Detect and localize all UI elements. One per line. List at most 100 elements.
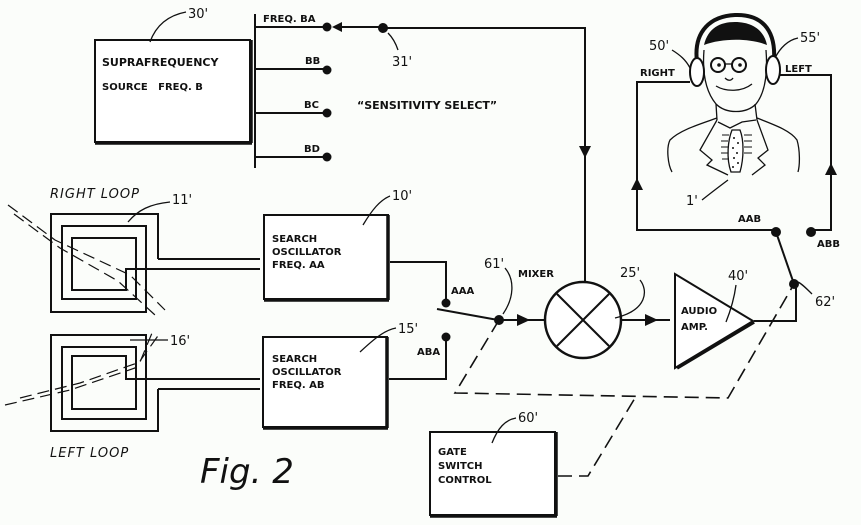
leader-50 (671, 49, 691, 69)
input-switch-61: AAA ABA 61' (389, 257, 545, 380)
leader-1 (701, 179, 729, 201)
contact-aaa-label: AAA (451, 286, 474, 297)
tap-bc-node[interactable] (322, 108, 332, 118)
amp-label-2: AMP. (681, 322, 708, 333)
osc-ab-label-2: OSCILLATOR (272, 367, 342, 378)
face (702, 49, 768, 113)
neck (715, 103, 758, 121)
shirt-stripes (721, 134, 752, 160)
audio-amplifier: AUDIO AMP. 40' (674, 269, 797, 370)
ref-61: 61' (484, 257, 504, 272)
sensitivity-selector: 31' “SENSITIVITY SELECT” (332, 22, 591, 295)
ref-50: 50' (649, 39, 669, 54)
suprafrequency-box (94, 39, 251, 143)
field-line (4, 332, 161, 406)
right-loop-label: RIGHT LOOP (50, 187, 140, 202)
suprafrequency-label-2: SOURCE FREQ. B (102, 82, 203, 93)
osc-ab-label-1: SEARCH (272, 354, 317, 365)
headphone-circuit: RIGHT LEFT 50' 55' (631, 31, 837, 231)
ref-25: 25' (620, 266, 640, 281)
leader-31 (387, 32, 399, 51)
suprafrequency-source-block: SUPRAFREQUENCY SOURCE FREQ. B 30' (94, 7, 253, 145)
tap-bb-node[interactable] (322, 65, 332, 75)
ref-30: 30' (188, 7, 208, 22)
field-line (19, 332, 153, 399)
mouth (715, 83, 753, 91)
frequency-tap-bus: FREQ. BA BB BC BD (254, 14, 332, 168)
ref-1: 1' (686, 194, 698, 209)
oscillator-ab-box (262, 336, 388, 428)
right-ear-label: RIGHT (640, 68, 675, 79)
tap-bd-label: BD (304, 144, 320, 155)
ref-16: 16' (170, 334, 190, 349)
leader-60 (491, 417, 517, 444)
switch-blade-61[interactable] (436, 308, 499, 321)
tap-ba-node[interactable] (322, 22, 332, 32)
output-switch-62: AAB ABB 62' (738, 214, 840, 310)
leader-15 (359, 327, 397, 353)
nose (724, 77, 734, 81)
gate-label-3: CONTROL (438, 475, 492, 486)
osc-aa-label-3: FREQ. AA (272, 260, 325, 271)
down-arrow-icon (579, 146, 591, 158)
tie-icon (727, 129, 744, 173)
contact-aab-label: AAB (738, 214, 761, 225)
right-arrow-icon (645, 314, 658, 326)
hair (704, 22, 767, 45)
left-earphone-icon (765, 55, 781, 85)
up-arrow-icon (825, 163, 837, 175)
search-oscillator-aa: SEARCH OSCILLATOR FREQ. AA 10' (263, 189, 412, 302)
contact-aab[interactable] (771, 227, 781, 237)
gate-label-2: SWITCH (438, 461, 482, 472)
listener-figure: 1' (667, 12, 801, 209)
selector-pivot-31[interactable] (378, 23, 388, 33)
ref-11: 11' (172, 193, 192, 208)
field-line (7, 204, 166, 311)
up-arrow-icon (631, 178, 643, 190)
tap-bc-label: BC (304, 100, 319, 111)
selector-arrow-icon (332, 22, 342, 32)
suprafrequency-label-1: SUPRAFREQUENCY (102, 56, 219, 69)
lapel-right (751, 119, 769, 176)
ref-55: 55' (800, 31, 820, 46)
leader-25 (614, 279, 646, 319)
collar (717, 119, 757, 129)
right-earphone-icon (689, 57, 705, 87)
right-arrow-icon (517, 314, 530, 326)
amp-label-1: AUDIO (681, 306, 717, 317)
leader-55 (774, 37, 799, 59)
suit-left (667, 117, 718, 173)
leader-61 (502, 267, 513, 315)
linkage-dashed (453, 283, 795, 399)
leader-30 (149, 11, 187, 43)
ref-60: 60' (518, 411, 538, 426)
tap-bb-label: BB (305, 56, 320, 67)
contact-abb-label: ABB (817, 239, 840, 250)
left-loop-label: LEFT LOOP (50, 446, 129, 461)
contact-aba[interactable] (441, 332, 451, 342)
tap-bd-node[interactable] (322, 152, 332, 162)
lapel-left (699, 119, 729, 176)
contact-aaa[interactable] (441, 298, 451, 308)
osc-ab-label-3: FREQ. AB (272, 380, 325, 391)
glasses-icon (710, 57, 726, 73)
ref-62: 62' (815, 295, 835, 310)
tap-ba-label: FREQ. BA (263, 14, 316, 25)
gate-linkage (453, 283, 795, 477)
leader-40 (725, 284, 737, 323)
field-line (13, 213, 156, 316)
search-oscillator-ab: SEARCH OSCILLATOR FREQ. AB 15' (262, 322, 418, 430)
ref-15: 15' (398, 322, 418, 337)
suit-right (756, 117, 801, 173)
osc-aa-label-2: OSCILLATOR (272, 247, 342, 258)
mixer-label: MIXER (518, 269, 554, 280)
left-loop: 16' LEFT LOOP (4, 332, 260, 461)
switch-blade-62[interactable] (775, 231, 795, 285)
gate-switch-control: GATE SWITCH CONTROL 60' (429, 411, 558, 518)
contact-abb[interactable] (806, 227, 816, 237)
left-ear-label: LEFT (785, 64, 812, 75)
headphone-band-icon (694, 12, 777, 63)
mixer: MIXER 25' (518, 266, 670, 360)
gate-box (429, 431, 556, 516)
